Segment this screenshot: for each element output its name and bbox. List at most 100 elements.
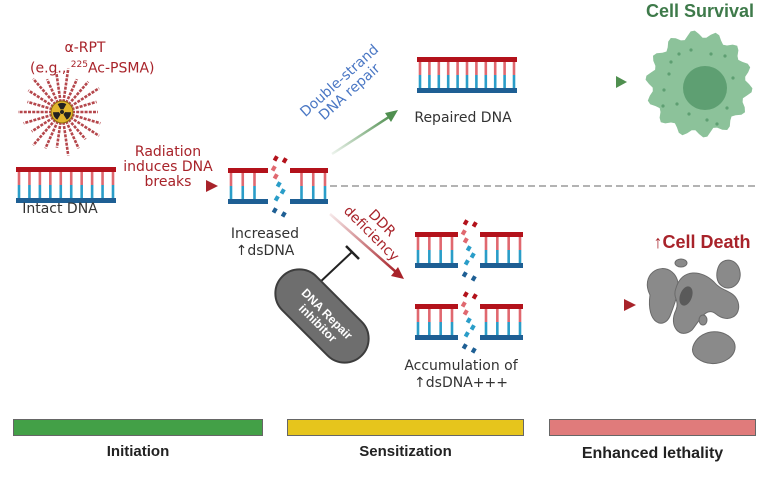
dna-rung xyxy=(439,250,442,263)
radiation-blade xyxy=(63,112,71,120)
apoptotic-vesicle xyxy=(698,314,708,326)
phase-label-initiation: Initiation xyxy=(106,443,170,460)
radiation-blade xyxy=(53,112,61,120)
radiation-ray xyxy=(62,68,70,103)
dna-rung xyxy=(323,186,327,199)
dna-fragment xyxy=(272,155,279,162)
dna-rung xyxy=(300,186,303,199)
dna-rung xyxy=(229,186,233,199)
dna-strand-top xyxy=(480,304,523,309)
dna-rung xyxy=(38,185,42,198)
dna-rung xyxy=(446,62,450,75)
dying-cell-icon xyxy=(647,258,741,364)
dna-rung xyxy=(503,62,506,75)
dna-fragment xyxy=(273,195,280,202)
dna-rung xyxy=(80,185,83,198)
dna-fragment xyxy=(469,252,476,259)
repaired-dna-label: Repaired DNA xyxy=(414,110,512,126)
dna-fragment xyxy=(470,275,477,282)
dna-fragment xyxy=(471,221,478,228)
cell-granule xyxy=(669,60,673,64)
radiation-ray xyxy=(69,87,100,108)
dna-rung xyxy=(496,309,499,322)
dna-rung xyxy=(507,322,510,335)
dna-rung xyxy=(111,172,115,185)
apoptotic-body xyxy=(691,331,736,364)
death-arrow xyxy=(530,299,636,311)
agent-label: α-RPT (e.g., 225Ac-PSMA) xyxy=(30,40,155,78)
dna-fragment xyxy=(275,181,282,188)
radiation-ray xyxy=(64,120,80,149)
dna-rung xyxy=(512,62,516,75)
dna-rung xyxy=(446,75,450,88)
dna-fragment xyxy=(462,219,469,226)
dna-rung xyxy=(428,237,431,250)
repaired-dna-icon xyxy=(417,57,517,93)
condensed-nucleus xyxy=(679,286,693,306)
dna-rung xyxy=(484,309,488,322)
dna-rung xyxy=(28,185,31,198)
dna-rung xyxy=(418,75,422,88)
cell-granule xyxy=(709,52,713,56)
dna-rung xyxy=(475,75,478,88)
survival-arrow xyxy=(546,76,627,88)
dna-fragment xyxy=(271,207,278,214)
radiation-ray xyxy=(44,120,60,149)
dna-fragment xyxy=(460,229,467,236)
agent-example: (e.g., 225Ac-PSMA) xyxy=(30,60,155,77)
radiation-label: Radiation induces DNA breaks xyxy=(123,144,213,190)
radiation-ray xyxy=(32,118,57,147)
radiation-ray xyxy=(45,78,60,104)
dna-rung xyxy=(101,172,104,185)
dna-rung xyxy=(484,250,488,263)
broken-dna-icon xyxy=(228,155,328,218)
cell-granule xyxy=(661,104,665,108)
dna-strand-top xyxy=(415,304,458,309)
ddr-deficiency-arrow xyxy=(329,213,404,279)
dna-rung xyxy=(484,237,488,250)
accumulation-label: Accumulation of ↑dsDNA+++ xyxy=(404,358,518,391)
dna-rung xyxy=(428,62,431,75)
dna-rung xyxy=(465,75,469,88)
dna-rung xyxy=(311,173,315,186)
repair-arrow xyxy=(331,110,398,156)
dna-rung xyxy=(437,75,441,88)
dna-rung xyxy=(437,62,441,75)
dna-rung xyxy=(518,309,522,322)
dna-rung xyxy=(101,185,104,198)
dna-rung xyxy=(456,62,459,75)
phase-bar-sensitization xyxy=(287,419,524,436)
cell-survival-title: Cell Survival xyxy=(645,1,755,21)
cell-nucleus xyxy=(683,66,727,110)
dna-fragment xyxy=(280,211,287,218)
increased-dsdna-label: Increased ↑dsDNA xyxy=(230,226,300,259)
dna-strand-top xyxy=(290,168,328,173)
radiation-ray xyxy=(69,116,100,137)
dna-rung xyxy=(17,185,21,198)
radiation-ray xyxy=(71,113,101,125)
intact-dna-label: Intact DNA xyxy=(22,201,98,217)
radiation-ray xyxy=(27,89,55,108)
dna-strand-top xyxy=(415,232,458,237)
dna-fragment xyxy=(462,309,469,316)
dna-rung xyxy=(69,185,73,198)
dna-fragment xyxy=(471,293,478,300)
dna-rung xyxy=(111,185,115,198)
cell-granule xyxy=(715,122,719,126)
dna-rung xyxy=(241,173,245,186)
dna-rung xyxy=(49,172,52,185)
surviving-cell-icon xyxy=(645,30,753,138)
dna-rung xyxy=(475,62,478,75)
dna-rung xyxy=(428,309,431,322)
radiation-ray xyxy=(55,121,62,148)
dna-rung xyxy=(416,309,420,322)
dna-rung xyxy=(229,173,233,186)
dna-fragment xyxy=(279,188,286,195)
intact-dna-icon xyxy=(16,167,116,203)
dna-fragment xyxy=(281,157,288,164)
dna-strand-bottom xyxy=(480,263,523,268)
dna-fragment xyxy=(462,237,469,244)
phase-label-enhanced-lethality: Enhanced lethality xyxy=(581,445,724,462)
dna-rung xyxy=(507,237,510,250)
